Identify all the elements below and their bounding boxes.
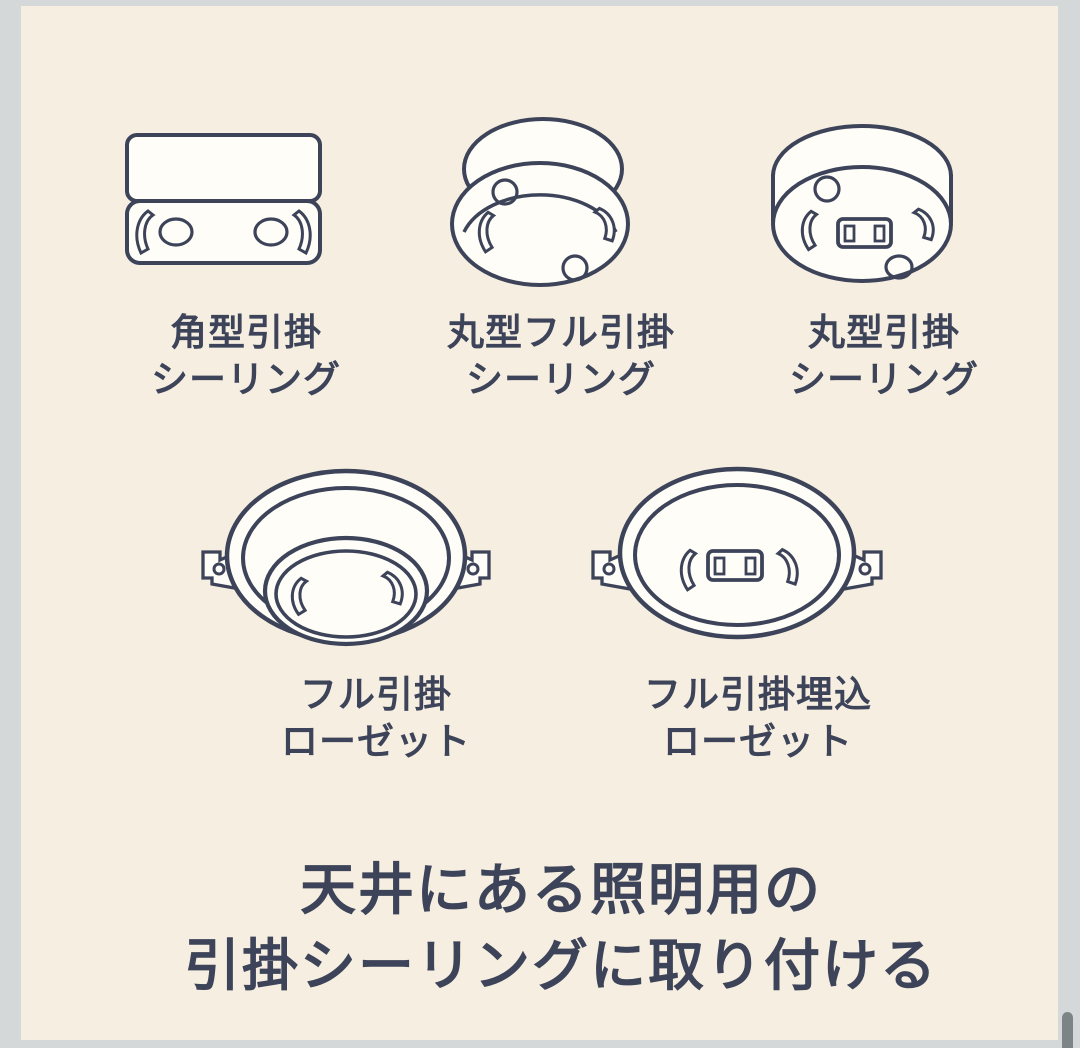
diagram-panel: 角型引掛 シーリング 丸型フル引掛 シーリング 丸型引掛 シーリング フル引掛 … [21,6,1058,1040]
caption-line-1: 天井にある照明用の [300,858,822,921]
fixture-label-line: シーリング [151,359,341,400]
fixture-label-line: 丸型引掛 [808,312,960,353]
fixture-label-round-hook-ceiling: 丸型引掛 シーリング [789,309,979,403]
fixture-label-full-hook-rosette: フル引掛 ローゼット [281,671,471,765]
round-hook-ceiling-icon [771,124,953,283]
caption: 天井にある照明用の 引掛シーリングに取り付ける [184,852,938,1004]
fixture-label-line: 丸型フル引掛 [447,312,675,353]
fixture-label-line: 角型引掛 [170,312,322,353]
fixture-label-line: シーリング [789,359,979,400]
square-hook-ceiling-icon [125,133,322,265]
fixture-label-square-hook-ceiling: 角型引掛 シーリング [151,309,341,403]
fixture-label-line: ローゼット [663,721,853,762]
fixture-label-line: フル引掛埋込 [644,674,872,715]
round-full-hook-ceiling-icon [450,117,630,287]
full-hook-rosette-icon [201,468,491,647]
fixture-label-line: ローゼット [281,721,471,762]
full-hook-embedded-rosette-icon [591,466,883,640]
scrollbar-thumb[interactable] [1062,1012,1073,1048]
caption-line-2: 引掛シーリングに取り付ける [184,934,938,997]
fixture-label-full-hook-embedded-rosette: フル引掛埋込 ローゼット [644,671,872,765]
fixture-label-line: シーリング [466,359,656,400]
fixture-label-round-full-hook-ceiling: 丸型フル引掛 シーリング [447,309,675,403]
fixture-label-line: フル引掛 [300,674,452,715]
